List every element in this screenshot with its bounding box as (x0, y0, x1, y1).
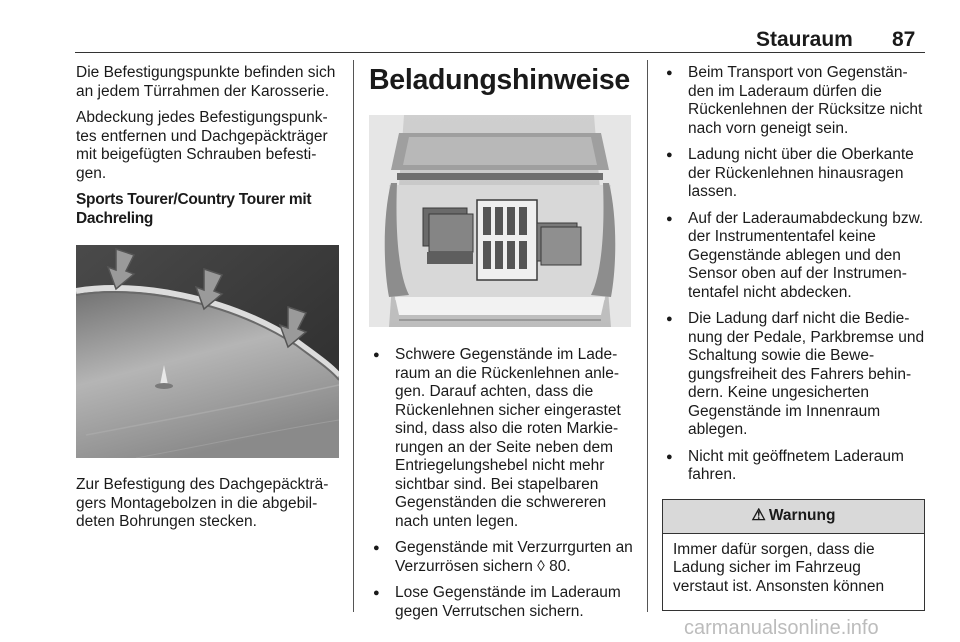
paragraph-mounting-bolts: Zur Befestigung des Dachgepäckträ­gers M… (76, 476, 329, 530)
roof-rail-figure (76, 245, 339, 458)
list-item: Die Ladung darf nicht die Bedie­nung der… (662, 310, 925, 440)
warning-triangle-icon: ⚠ (751, 506, 766, 524)
section-heading: Beladungshinweise (369, 64, 630, 96)
subheading-sports-tourer: Sports Tourer/Country Tourer mit Dachrel… (76, 191, 312, 227)
watermark-text: carmanualsonline.info (684, 617, 879, 639)
list-item: Ladung nicht über die Oberkante der Rück… (662, 146, 925, 202)
warning-header: ⚠ Warnung (663, 499, 924, 534)
header-divider (75, 52, 925, 53)
warning-text: Immer dafür sorgen, dass die Ladung sich… (673, 540, 885, 595)
list-item: Gegenstände mit Verzurrgurten an Verzurr… (369, 539, 634, 576)
warning-box: ⚠ Warnung Immer dafür sorgen, dass die L… (662, 498, 925, 611)
column-left: Die Befestigungspunkte befinden sich an … (76, 64, 341, 540)
loading-rules-list: Beim Transport von Gegenstän­den im Lade… (662, 64, 925, 485)
page-header-title: Stauraum (756, 28, 853, 51)
column-right: Beim Transport von Gegenstän­den im Lade… (662, 64, 925, 611)
cargo-area-figure (369, 115, 631, 327)
column-divider-right (647, 60, 648, 612)
loading-tips-list: Schwere Gegenstände im Lade­raum an die … (369, 346, 634, 621)
warning-title: Warnung (768, 506, 836, 524)
list-item: Nicht mit geöffnetem Laderaum fahren. (662, 448, 925, 485)
paragraph-remove-covers: Abdeckung jedes Befestigungspunk­tes ent… (76, 109, 328, 182)
column-middle: Beladungshinweise Sc (369, 64, 634, 629)
list-item: Auf der Laderaumabdeckung bzw. der Instr… (662, 210, 925, 303)
page-number: 87 (892, 28, 916, 51)
paragraph-mounting-points: Die Befestigungspunkte befinden sich an … (76, 64, 336, 100)
list-item: Lose Gegenstände im Laderaum gegen Verru… (369, 584, 634, 621)
column-divider-left (353, 60, 354, 612)
list-item: Beim Transport von Gegenstän­den im Lade… (662, 64, 925, 138)
list-item: Schwere Gegenstände im Lade­raum an die … (369, 346, 634, 531)
